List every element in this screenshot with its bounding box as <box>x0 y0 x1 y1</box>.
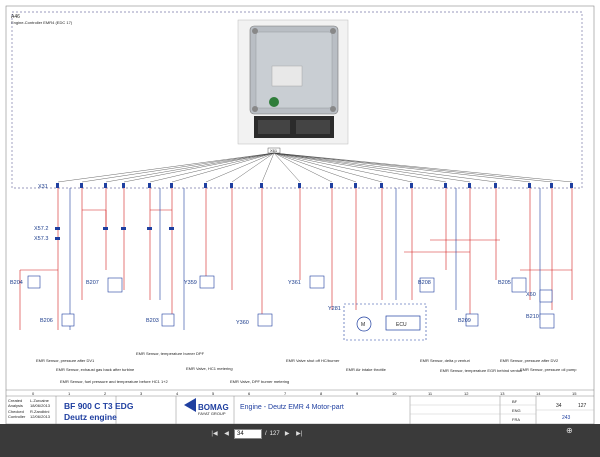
red-wires <box>19 188 573 330</box>
machine-subtitle: Deutz engine <box>64 412 117 422</box>
doc-number: 243 <box>562 415 571 421</box>
y360-label: Y360 <box>236 320 249 326</box>
inline-connectors <box>55 227 174 240</box>
zoom-icon[interactable]: ⊕ <box>566 426 573 435</box>
x31-label: X31 <box>38 184 48 190</box>
svg-text:1: 1 <box>68 391 71 396</box>
motor-symbol <box>356 316 372 332</box>
pin-row <box>56 183 573 188</box>
machine-title: BF 900 C T3 EDG <box>64 401 134 411</box>
first-page-icon[interactable]: |◀ <box>211 431 218 437</box>
svg-text:3: 3 <box>140 391 143 396</box>
title-block: Created Analysis Checked Controller L.Zu… <box>8 396 594 424</box>
caption-4: EMR Sensor, temperature burner DPF <box>136 351 205 356</box>
x57-2-label: X57.2 <box>34 226 48 232</box>
svg-text:6: 6 <box>248 391 251 396</box>
svg-text:10: 10 <box>392 391 397 396</box>
bomag-logo-icon <box>184 398 196 412</box>
svg-text:5: 5 <box>212 391 215 396</box>
created-date: 18/06/2013 <box>30 403 51 408</box>
controller-label: Controller <box>8 414 26 419</box>
b205-label: B205 <box>498 280 511 286</box>
ecu-label: ECU <box>396 322 407 328</box>
right-row-1: BF <box>512 399 518 404</box>
created-by: L.Zurcaine <box>30 398 50 403</box>
ecu-box <box>385 315 421 331</box>
svg-text:11: 11 <box>428 391 433 396</box>
created-label: Created <box>8 398 22 403</box>
sheet-total: 127 <box>578 403 587 409</box>
total-pages: 127 <box>269 430 280 437</box>
b209-label: B209 <box>458 318 471 324</box>
svg-text:9: 9 <box>356 391 359 396</box>
brand-sub: FAYAT GROUP <box>198 411 226 416</box>
fanout-lines <box>57 152 573 183</box>
prev-page-icon[interactable]: ◀ <box>224 431 229 437</box>
caption-11: EMR Sensor, pressure after DV2 <box>500 358 559 363</box>
y361-label: Y361 <box>288 280 301 286</box>
ecu-image <box>237 19 349 145</box>
x60-label: X60 <box>526 292 536 298</box>
caption-7: EMR Valve shut off HC/burner <box>286 358 340 363</box>
caption-5: EMR Valve, HC1 metering <box>186 366 233 371</box>
b206-label: B206 <box>40 318 53 324</box>
b207-label: B207 <box>86 280 99 286</box>
page-navigation: |◀ ◀ 34 / 127 ▶ ▶| <box>210 428 304 439</box>
svg-text:15: 15 <box>572 391 577 396</box>
svg-text:13: 13 <box>500 391 505 396</box>
caption-6: EMR Valve, DPF burner metering <box>230 379 289 384</box>
checked-label: Checked <box>8 409 24 414</box>
controller-boundary <box>11 11 583 189</box>
schematic-drawing: A46 Engine-Controller EMR4 (EDC 17) X61 <box>5 5 595 425</box>
y359-label: Y359 <box>184 280 197 286</box>
svg-text:4: 4 <box>176 391 179 396</box>
svg-text:2: 2 <box>104 391 107 396</box>
checked-date: 12/06/2013 <box>30 414 51 419</box>
schematic-sheet: A46 Engine-Controller EMR4 (EDC 17) X61 <box>5 5 595 425</box>
analysis-label: Analysis <box>8 403 23 408</box>
svg-text:0: 0 <box>32 391 35 396</box>
throttle-group <box>343 303 427 341</box>
brand-name: BOMAG <box>198 403 229 412</box>
right-row-2: ENG <box>512 408 521 413</box>
b208-label: B208 <box>418 280 431 286</box>
blue-wires <box>69 188 541 330</box>
next-page-icon[interactable]: ▶ <box>284 431 290 437</box>
sheet-title: Engine - Deutz EMR 4 Motor-part <box>240 404 344 411</box>
module-id: A46 <box>11 14 20 20</box>
b203-label: B203 <box>146 318 159 324</box>
svg-text:14: 14 <box>536 391 541 396</box>
connector-label: X61 <box>270 148 278 153</box>
module-name: Engine-Controller EMR4 (EDC 17) <box>11 20 73 25</box>
sensor-boxes <box>27 275 555 329</box>
page-number-input[interactable]: 34 <box>234 428 262 439</box>
b210-label: B210 <box>526 314 539 320</box>
y281-label: Y281 <box>328 306 341 312</box>
right-row-3: FRA <box>512 417 520 422</box>
last-page-icon[interactable]: ▶| <box>296 431 303 437</box>
caption-10: EMR Sensor, temperature EGR behind ventu… <box>440 368 522 373</box>
sheet-number: 34 <box>556 403 562 409</box>
viewer-toolbar <box>0 424 600 457</box>
b204-label: B204 <box>10 280 23 286</box>
x57-3-label: X57.3 <box>34 236 48 242</box>
caption-9: EMR Sensor, delta p venturi <box>420 358 470 363</box>
svg-text:7: 7 <box>284 391 287 396</box>
page-separator: / <box>265 430 267 437</box>
column-numbers: 0 1 2 3 4 5 6 7 8 9 10 11 12 13 14 15 <box>32 391 577 396</box>
caption-2: EMR Sensor, exhaust gas back after turbi… <box>56 367 135 372</box>
caption-8: EMR Air intake throttle <box>346 367 387 372</box>
caption-12: EMR Sensor, pressure oil pump <box>520 367 577 372</box>
svg-text:12: 12 <box>464 391 469 396</box>
caption-1: EMR Sensor, pressure after DV1 <box>36 358 95 363</box>
caption-3: EMR Sensor, fuel pressure and temperatur… <box>60 379 169 384</box>
checked-by: R.Zandbini <box>30 409 49 414</box>
svg-text:8: 8 <box>320 391 323 396</box>
motor-label: M <box>361 322 365 328</box>
